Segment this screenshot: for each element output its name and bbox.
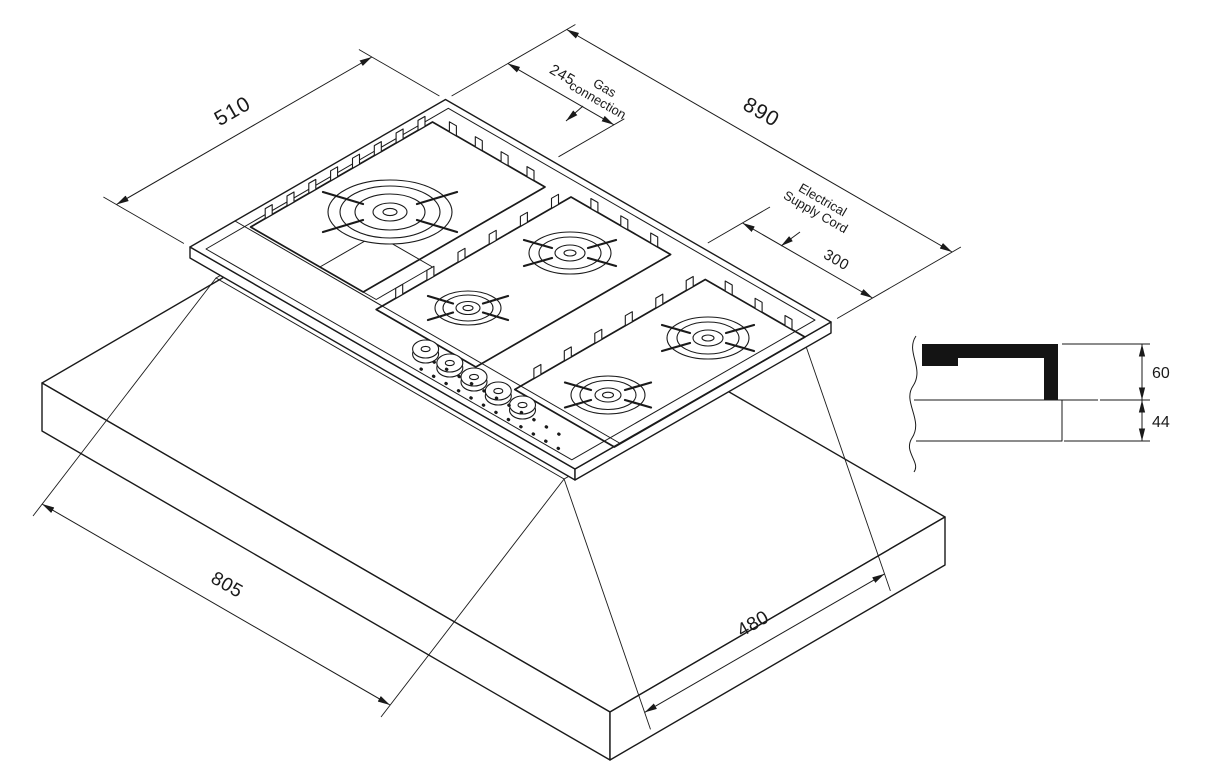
dim-line-300 xyxy=(742,222,873,299)
dim-60-label: 60 xyxy=(1152,365,1170,382)
dim-805-label: 805 xyxy=(207,568,246,603)
dim-profile-60: 60 xyxy=(1062,343,1170,401)
burner-mid-back xyxy=(528,231,612,275)
dim-line-480 xyxy=(644,573,885,713)
knob-5 xyxy=(508,395,537,420)
dim-44-label: 44 xyxy=(1152,414,1170,431)
control-strip-divider xyxy=(234,220,621,444)
burner-right-back xyxy=(666,316,750,360)
knob-1 xyxy=(412,339,440,364)
grate-frame-middle xyxy=(375,196,672,368)
dim-line-245 xyxy=(507,63,615,126)
electrical-arrow xyxy=(780,231,801,247)
vent-holes-row-1 xyxy=(419,367,570,456)
cooktop-profile-section xyxy=(922,344,1058,400)
knob-3 xyxy=(460,367,488,392)
knob-4 xyxy=(484,381,512,406)
dim-510-label: 510 xyxy=(211,92,255,131)
dim-line-510 xyxy=(116,56,373,205)
electrical-annotation: Electrical Supply Cord xyxy=(780,180,850,247)
burner-small-front xyxy=(434,290,502,326)
break-line xyxy=(909,335,918,473)
dim-line-890 xyxy=(566,29,953,253)
grate-frame-right xyxy=(513,278,806,448)
dim-890-label: 890 xyxy=(739,93,783,132)
worktop-edge-lines xyxy=(916,400,1063,442)
gas-arrow xyxy=(565,105,584,122)
burner-mid-front xyxy=(570,375,646,415)
profile-detail: 60 44 xyxy=(909,335,1170,473)
dim-300-label: 300 xyxy=(821,246,852,274)
control-knobs xyxy=(412,339,570,456)
dim-line-805 xyxy=(41,503,391,706)
burner-large-left xyxy=(327,179,453,245)
knob-2 xyxy=(436,353,464,378)
dim-profile-44: 44 xyxy=(1064,400,1170,442)
